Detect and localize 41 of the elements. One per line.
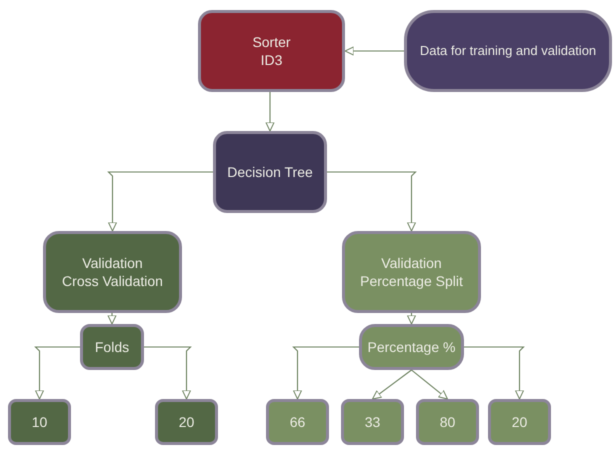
arrow — [372, 370, 412, 400]
node-label: Data for training and validation — [420, 42, 596, 60]
node-label: 80 — [440, 412, 456, 432]
value-box — [488, 399, 551, 445]
value-box — [416, 399, 479, 445]
node-label: Folds — [94, 338, 130, 356]
value-box — [266, 399, 329, 445]
arrow — [411, 370, 448, 400]
node-label: Validation — [381, 254, 442, 272]
arrow — [265, 92, 275, 132]
node-label: 20 — [512, 412, 528, 432]
process-box — [198, 10, 345, 92]
node-label: Percentage % — [368, 338, 456, 356]
process-box — [342, 231, 481, 313]
arrow — [34, 346, 80, 400]
arrow — [464, 346, 525, 400]
node-label: Decision Tree — [227, 162, 313, 182]
process-box — [359, 324, 464, 370]
node-label: ID3 — [260, 51, 282, 70]
arrow — [107, 313, 117, 324]
node-label: Sorter — [252, 32, 291, 51]
node-label: Validation — [82, 254, 143, 272]
process-box — [80, 324, 144, 370]
arrow — [327, 171, 417, 232]
node-label: Cross Validation — [62, 272, 163, 290]
node-label: 10 — [32, 412, 48, 432]
process-box — [43, 231, 182, 313]
arrow — [344, 46, 404, 56]
value-box — [155, 399, 218, 445]
value-box — [341, 399, 404, 445]
node-label: 33 — [364, 412, 380, 432]
value-box — [8, 399, 71, 445]
arrow — [406, 313, 416, 324]
process-box — [213, 131, 327, 213]
node-label: 20 — [178, 412, 194, 432]
arrow — [292, 346, 359, 400]
node-label: Percentage Split — [360, 272, 463, 290]
terminator-box — [404, 10, 612, 92]
arrow — [107, 171, 213, 232]
arrow — [144, 346, 192, 400]
node-label: 66 — [290, 412, 306, 432]
